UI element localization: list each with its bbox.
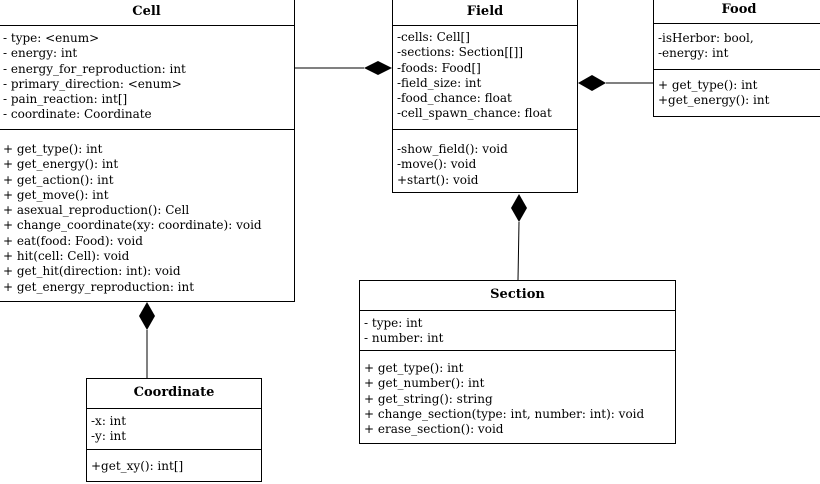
attribute: - primary_direction: <enum>	[3, 76, 182, 91]
operation: +get_energy(): int	[658, 93, 770, 108]
composition-diamond-field-food	[578, 75, 606, 91]
class-cell[interactable]: Cell - type: <enum> - energy: int - ener…	[0, 0, 295, 302]
attribute: -y: int	[91, 429, 127, 444]
operation: + get_move(): int	[3, 187, 109, 202]
attribute: - pain_reaction: int[]	[3, 92, 128, 107]
operation: + change_section(type: int, number: int)…	[364, 406, 645, 421]
attribute: -sections: Section[[]]	[397, 45, 524, 60]
class-food[interactable]: Food -isHerbor: bool, -energy: int + get…	[653, 0, 820, 117]
composition-diamond-cell-coordinate	[139, 302, 155, 330]
attribute: - type: <enum>	[3, 31, 100, 45]
operation: + hit(cell: Cell): void	[3, 249, 130, 264]
class-section-title: Section	[360, 281, 675, 311]
class-food-title: Food	[654, 0, 820, 24]
class-section-operations: + get_type(): int + get_number(): int + …	[360, 351, 675, 437]
operation: + get_type(): int	[658, 78, 758, 92]
class-coordinate-attributes: -x: int -y: int	[87, 409, 261, 450]
operation: + get_action(): int	[3, 172, 114, 187]
class-coordinate-title: Coordinate	[87, 379, 261, 409]
operation: + get_number(): int	[364, 376, 485, 391]
composition-diamond-field-cell	[364, 61, 392, 75]
class-food-operations: + get_type(): int +get_energy(): int	[654, 70, 820, 109]
class-field-operations: -show_field(): void -move(): void +start…	[393, 130, 577, 188]
class-section[interactable]: Section - type: int - number: int + get_…	[359, 280, 676, 444]
operation: -show_field(): void	[397, 142, 508, 156]
attribute: -food_chance: float	[397, 91, 512, 106]
operation: + eat(food: Food): void	[3, 233, 143, 248]
attribute: - number: int	[364, 331, 444, 346]
operation: + change_coordinate(xy: coordinate): voi…	[3, 218, 262, 233]
operation: +get_xy(): int[]	[91, 459, 184, 473]
class-cell-attributes: - type: <enum> - energy: int - energy_fo…	[0, 26, 294, 130]
operation: + asexual_reproduction(): Cell	[3, 203, 190, 218]
operation: + get_string(): string	[364, 391, 493, 406]
attribute: -cells: Cell[]	[397, 30, 470, 44]
operation: + get_energy_reproduction: int	[3, 279, 195, 294]
class-coordinate-operations: +get_xy(): int[]	[87, 450, 261, 474]
operation: + erase_section(): void	[364, 422, 504, 437]
class-field[interactable]: Field -cells: Cell[] -sections: Section[…	[392, 0, 578, 193]
attribute: - type: int	[364, 316, 423, 330]
class-field-attributes: -cells: Cell[] -sections: Section[[]] -f…	[393, 26, 577, 130]
attribute: -isHerbor: bool,	[658, 31, 754, 45]
attribute: -foods: Food[]	[397, 60, 481, 75]
class-section-attributes: - type: int - number: int	[360, 311, 675, 351]
composition-line-section-field	[517, 221, 520, 281]
operation: + get_hit(direction: int): void	[3, 264, 181, 279]
operation: -move(): void	[397, 157, 477, 172]
class-field-title: Field	[393, 0, 577, 26]
composition-diamond-field-section	[511, 194, 527, 222]
attribute: - energy: int	[3, 46, 78, 61]
attribute: -energy: int	[658, 46, 729, 61]
class-food-attributes: -isHerbor: bool, -energy: int	[654, 24, 820, 70]
operation: + get_type(): int	[3, 142, 103, 156]
attribute: -cell_spawn_chance: float	[397, 106, 552, 121]
class-cell-title: Cell	[0, 0, 294, 26]
class-coordinate[interactable]: Coordinate -x: int -y: int +get_xy(): in…	[86, 378, 262, 482]
operation: + get_type(): int	[364, 361, 464, 375]
attribute: - energy_for_reproduction: int	[3, 61, 186, 76]
class-cell-operations: + get_type(): int + get_energy(): int + …	[0, 130, 294, 295]
operation: + get_energy(): int	[3, 157, 119, 172]
operation: +start(): void	[397, 172, 479, 187]
attribute: - coordinate: Coordinate	[3, 107, 152, 122]
attribute: -x: int	[91, 414, 127, 428]
attribute: -field_size: int	[397, 75, 482, 90]
